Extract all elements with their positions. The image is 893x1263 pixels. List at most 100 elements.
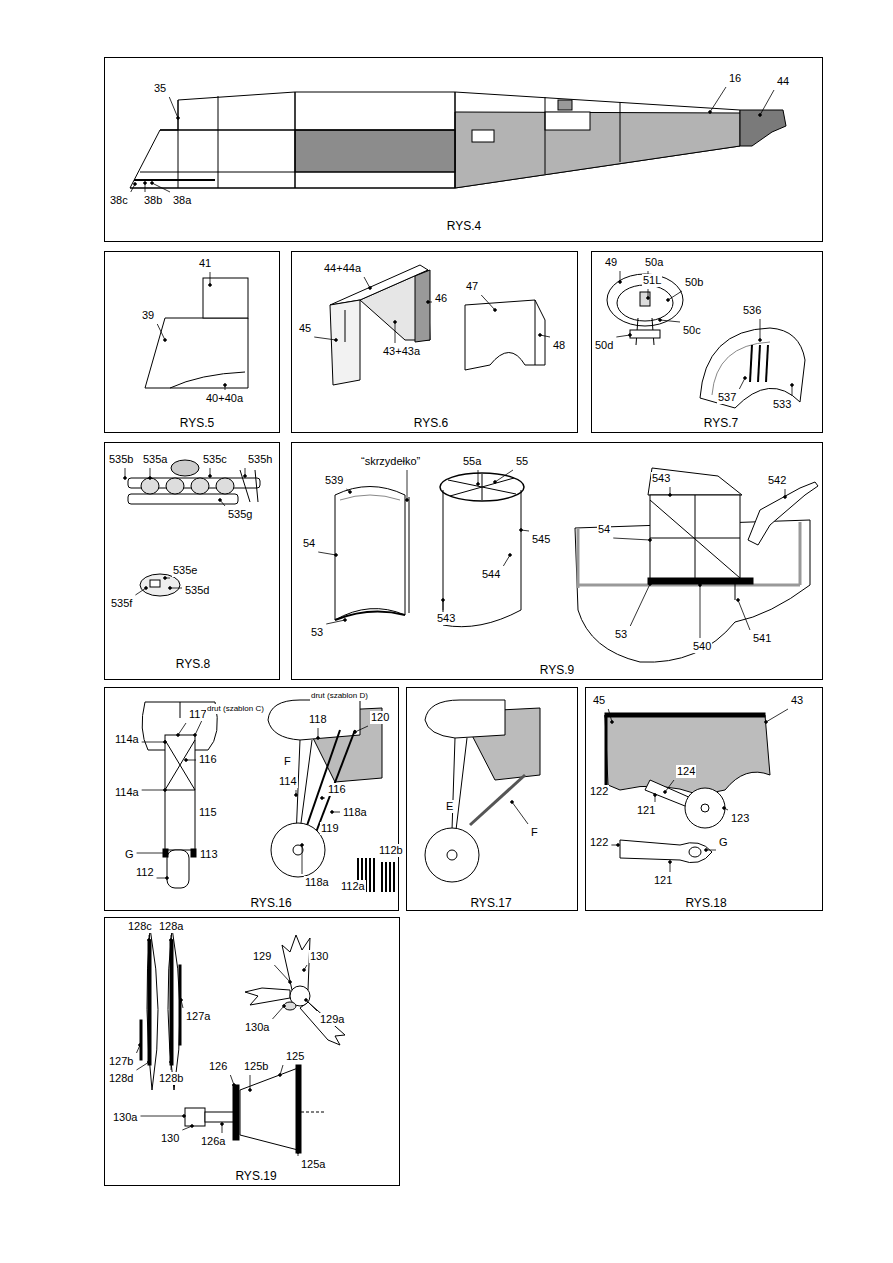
leader-tip <box>191 1125 194 1128</box>
leader-tip <box>664 791 667 794</box>
callout-number: 55 <box>515 455 529 468</box>
leader-line <box>481 295 495 310</box>
leader-tip <box>759 339 762 342</box>
leader-line <box>738 600 750 630</box>
leader-line <box>668 291 682 300</box>
callout-number: 117 <box>188 708 208 721</box>
callout-number: 125a <box>300 1158 326 1171</box>
callout-number: 116 <box>327 783 347 796</box>
callout-number: 38a <box>172 194 192 207</box>
callout-number: 535g <box>227 508 253 521</box>
callout-number: 543 <box>436 612 456 625</box>
leader-line <box>169 97 178 118</box>
callout-number: 535d <box>184 584 210 597</box>
leader-tip <box>705 849 708 852</box>
callout-number: 43 <box>790 694 804 707</box>
callout-number: 130 <box>309 950 329 963</box>
leader-tip <box>511 801 514 804</box>
leader-tip <box>224 384 227 387</box>
leader-line <box>136 1062 149 1070</box>
callout-number: 127a <box>185 1010 211 1023</box>
callout-number: 121 <box>636 804 656 817</box>
leader-tip <box>765 721 768 724</box>
callout-number: 55a <box>462 455 482 468</box>
leader-tip <box>249 1089 252 1092</box>
callout-number: 543 <box>651 472 671 485</box>
callout-number: 41 <box>198 257 212 270</box>
leader-tip <box>647 297 650 300</box>
leader-tip <box>169 587 172 590</box>
leader-line <box>137 853 165 854</box>
leader-tip <box>144 182 147 185</box>
leader-tip <box>699 584 702 587</box>
callout-number: E <box>445 800 454 813</box>
leader-tip <box>134 183 137 186</box>
leader-line <box>318 552 336 555</box>
callout-number: 40+40a <box>205 392 244 405</box>
callout-number: 535c <box>202 453 228 466</box>
leader-tip <box>164 339 167 342</box>
callout-number: 126 <box>208 1060 228 1073</box>
leader-tip <box>283 1005 286 1008</box>
leader-tip <box>289 981 292 984</box>
callout-number: 50a <box>644 256 664 269</box>
callout-number: 542 <box>767 474 787 487</box>
leader-tip <box>649 539 652 542</box>
leader-tip <box>369 287 372 290</box>
figure-caption: RYS.16 <box>250 896 291 910</box>
leader-tip <box>737 599 740 602</box>
callout-number: 48 <box>552 339 566 352</box>
callout-number: 125b <box>243 1060 269 1073</box>
callout-number: 114 <box>278 775 298 788</box>
leader-line <box>700 585 701 638</box>
callout-number: 50b <box>684 276 704 289</box>
callout-number: 539 <box>324 474 344 487</box>
callout-number: 53 <box>310 626 324 639</box>
callout-number: 49 <box>604 256 618 269</box>
leader-tip <box>295 794 298 797</box>
leader-tip <box>219 499 222 502</box>
leader-line <box>140 1116 184 1117</box>
callout-number: 127b <box>108 1055 134 1068</box>
leader-tip <box>349 491 352 494</box>
leader-line <box>142 790 165 791</box>
leader-tip <box>759 114 762 117</box>
leader-tip <box>611 721 614 724</box>
leader-tip <box>180 999 183 1002</box>
leader-tip <box>335 554 338 557</box>
leader-tip <box>183 1115 186 1118</box>
callout-number: 541 <box>752 632 772 645</box>
callout-number: 540 <box>692 640 712 653</box>
leader-tip <box>494 481 497 484</box>
callout-number: 112 <box>135 866 155 879</box>
callout-number: 51L <box>642 274 662 287</box>
leader-line <box>170 588 182 589</box>
leader-line <box>210 272 211 285</box>
callout-number: 46 <box>434 292 448 305</box>
leader-tip <box>164 789 167 792</box>
leader-tip <box>170 939 173 942</box>
leader-line <box>395 322 396 343</box>
leader-line <box>739 378 745 389</box>
figure-panel: RYS.4 <box>104 57 823 242</box>
callout-number: 130a <box>112 1111 138 1124</box>
leader-line <box>760 90 774 115</box>
figure-panel: RYS.17 <box>406 687 578 911</box>
leader-line <box>616 335 630 337</box>
callout-number: 118 <box>308 713 328 726</box>
leader-line <box>142 742 165 743</box>
leader-tip <box>331 811 334 814</box>
callout-number: 535e <box>172 564 198 577</box>
leader-tip <box>791 384 794 387</box>
leader-tip <box>354 731 357 734</box>
leader-tip <box>148 1061 151 1064</box>
callout-number: 122 <box>589 785 609 798</box>
leader-tip <box>629 334 632 337</box>
callout-number: 115 <box>198 806 218 819</box>
leader-tip <box>335 339 338 342</box>
leader-line <box>306 1000 317 1011</box>
callout-number: 130 <box>160 1132 180 1145</box>
leader-line <box>512 802 528 824</box>
callout-number: 44+44a <box>323 262 362 275</box>
leader-line <box>152 183 170 192</box>
